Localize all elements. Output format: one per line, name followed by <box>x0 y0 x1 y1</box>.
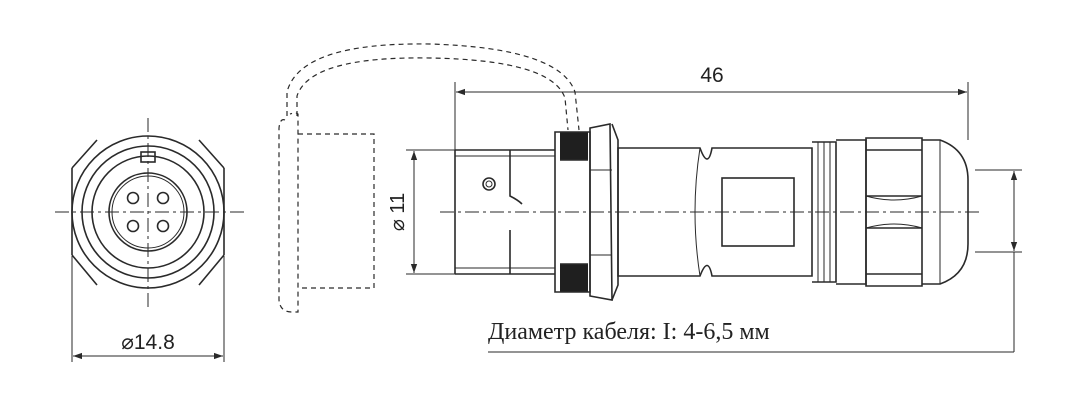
cable-diameter-dimension <box>488 169 1022 353</box>
cable-diameter-note: Диаметр кабеля: I: 4-6,5 мм <box>488 319 770 345</box>
flange-diameter-label: ⌀14.8 <box>121 331 175 354</box>
length-label: 46 <box>700 64 723 87</box>
body-diameter-dimension: ⌀ 11 <box>387 149 455 275</box>
body-diameter-label: ⌀ 11 <box>387 193 409 231</box>
dust-cap <box>278 43 580 313</box>
length-dimension: 46 <box>454 64 969 150</box>
contact-pins <box>126 191 170 233</box>
side-view <box>440 123 980 301</box>
front-view: ⌀14.8 <box>55 118 245 362</box>
